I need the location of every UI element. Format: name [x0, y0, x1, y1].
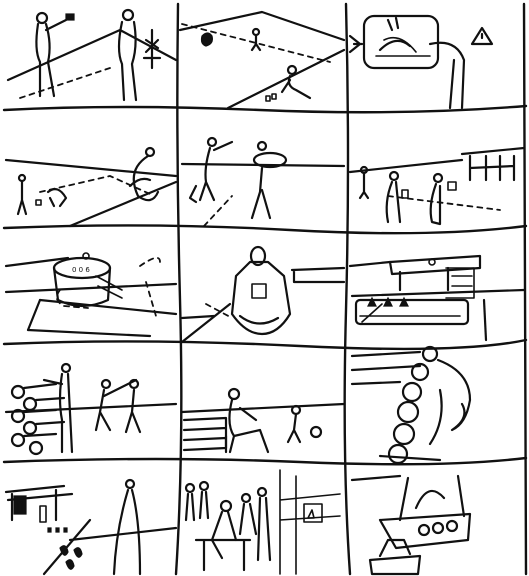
grid-row-line-1	[2, 104, 528, 114]
grid-col-line-1	[174, 2, 183, 576]
grid-col-line-2	[343, 2, 352, 576]
panel-r4c2	[180, 387, 346, 454]
panel-r4c3	[350, 345, 472, 465]
hut-mark: 0 0 6	[72, 266, 90, 274]
panel-r2c1	[4, 146, 178, 228]
grid-row-line-2	[2, 224, 528, 235]
panel-r4c1	[4, 362, 178, 456]
grid-right-edge	[522, 2, 528, 576]
panel-r2c2	[180, 136, 346, 227]
panel-r3c3	[348, 254, 526, 342]
panel-r1c2	[178, 10, 346, 110]
panel-r5c2	[184, 469, 341, 575]
panel-r5c1	[4, 478, 178, 576]
panel-r5c3	[350, 474, 472, 576]
panel-r3c1: 0 0 6	[4, 252, 178, 338]
panel-r1c1	[6, 8, 178, 102]
panel-r2c3	[348, 146, 526, 226]
panel-r3c2	[180, 245, 346, 344]
grid-row-line-4	[2, 456, 528, 466]
panel-r1c3	[348, 14, 494, 110]
grid-row-line-3	[2, 338, 528, 351]
